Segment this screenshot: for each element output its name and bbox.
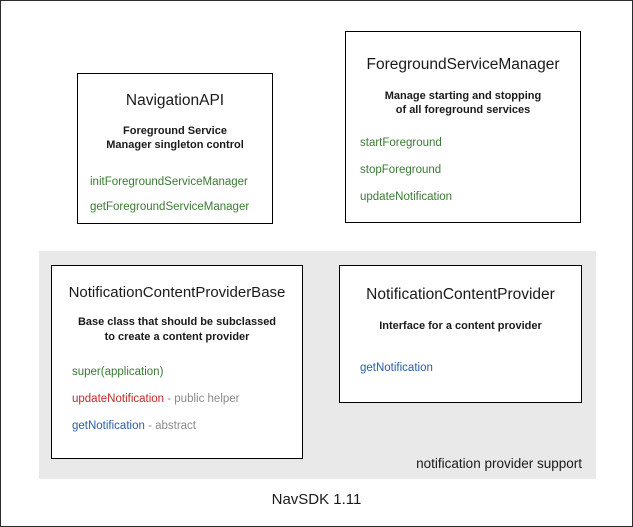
method-item[interactable]: super(application) [72, 365, 302, 380]
method-item[interactable]: getNotification [360, 361, 581, 376]
method-item[interactable]: updateNotification - public helper [72, 392, 302, 407]
group-label: notification provider support [416, 456, 582, 471]
card-description-line: Base class that should be subclassed [77, 316, 277, 328]
class-card-foreground-service-manager[interactable]: ForegroundServiceManager Manage starting… [345, 31, 581, 223]
class-card-notification-content-provider-base[interactable]: NotificationContentProviderBase Base cla… [51, 265, 303, 459]
method-item[interactable]: startForeground [360, 136, 580, 151]
card-description-line: Manage starting and stopping [384, 89, 542, 102]
method-name: updateNotification [360, 191, 453, 204]
method-name: initForegroundServiceManager [90, 176, 248, 189]
method-name: startForeground [360, 137, 442, 150]
method-note: - abstract [144, 419, 197, 432]
method-list: getNotification [340, 361, 581, 376]
method-item[interactable]: stopForeground [360, 163, 580, 178]
method-list: initForegroundServiceManager getForegrou… [78, 175, 272, 215]
card-title: ForegroundServiceManager [366, 56, 560, 73]
card-description: Foreground Service Manager singleton con… [78, 124, 272, 154]
method-name: super(application) [72, 365, 164, 378]
card-description-line: Foreground Service [123, 124, 227, 137]
card-title: NotificationContentProvider [366, 286, 555, 303]
method-name: updateNotification [72, 392, 165, 405]
card-description: Base class that should be subclassed to … [52, 315, 302, 345]
class-card-navigation-api[interactable]: NavigationAPI Foreground Service Manager… [77, 73, 273, 224]
class-card-notification-content-provider[interactable]: NotificationContentProvider Interface fo… [339, 265, 582, 403]
method-name: getForegroundServiceManager [90, 201, 250, 214]
method-list: super(application) updateNotification - … [52, 365, 302, 434]
card-description-line: Manager singleton control [106, 139, 244, 152]
method-item[interactable]: getForegroundServiceManager [90, 200, 272, 215]
card-title: NavigationAPI [125, 92, 225, 109]
method-item[interactable]: initForegroundServiceManager [90, 175, 272, 190]
method-item[interactable]: updateNotification [360, 190, 580, 205]
method-note: - public helper [164, 392, 240, 405]
footer-caption: NavSDK 1.11 [271, 491, 362, 508]
method-name: getNotification [360, 362, 433, 375]
card-description-line: of all foreground services [395, 104, 531, 117]
method-item[interactable]: getNotification - abstract [72, 419, 302, 434]
method-list: startForeground stopForeground updateNot… [346, 136, 580, 205]
card-description: Interface for a content provider [340, 319, 581, 334]
card-title: NotificationContentProviderBase [68, 284, 286, 301]
method-name: getNotification [72, 419, 145, 432]
card-description-line: to create a content provider [104, 330, 250, 343]
card-description-line: Interface for a content provider [379, 319, 542, 332]
card-description: Manage starting and stopping of all fore… [346, 89, 580, 119]
method-name: stopForeground [360, 164, 442, 177]
